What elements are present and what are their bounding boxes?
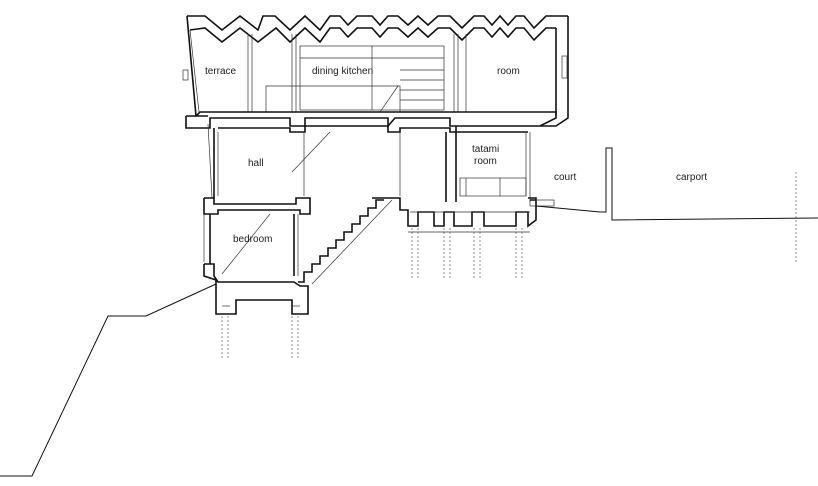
label-room: room <box>497 66 520 77</box>
counter-diagonal <box>379 85 399 113</box>
roof-sawtooth-inner <box>189 26 556 44</box>
label-carport: carport <box>676 172 707 183</box>
terrace-rail-mark <box>182 69 189 81</box>
upper-outer-wall-right <box>540 16 569 127</box>
stair-underside <box>311 199 393 285</box>
terrace-parapet-line <box>189 29 200 113</box>
hall-level <box>207 123 531 202</box>
stair <box>298 199 384 283</box>
label-terrace: terrace <box>205 66 237 77</box>
hall-stair-diagonal <box>291 131 331 173</box>
ground-slab-right <box>372 197 555 278</box>
label-tatami-line2: room <box>474 156 497 167</box>
roof-sawtooth-outer <box>187 14 568 32</box>
slab-bottom <box>218 125 528 133</box>
roof <box>187 14 568 44</box>
middle-slab <box>185 111 557 133</box>
upper-floor <box>182 15 569 127</box>
window-right <box>561 55 568 79</box>
bedroom-top <box>203 197 311 215</box>
hall-outer-line <box>207 123 213 199</box>
bedroom-floor <box>203 263 309 315</box>
label-court: court <box>554 172 576 183</box>
court-threshold <box>529 199 555 207</box>
ground-slab <box>372 197 537 228</box>
tatami-platform <box>459 177 527 197</box>
court-ground <box>535 147 818 221</box>
terrain-slope <box>0 283 217 477</box>
label-bedroom: bedroom <box>233 234 272 245</box>
bedroom-diagonal <box>221 213 271 275</box>
label-hall: hall <box>248 158 264 169</box>
kitchen-counter <box>265 85 401 112</box>
label-tatami-line1: tatami <box>472 144 499 155</box>
bedroom-level <box>203 197 311 358</box>
label-dining-kitchen: dining kitchen <box>312 66 373 77</box>
